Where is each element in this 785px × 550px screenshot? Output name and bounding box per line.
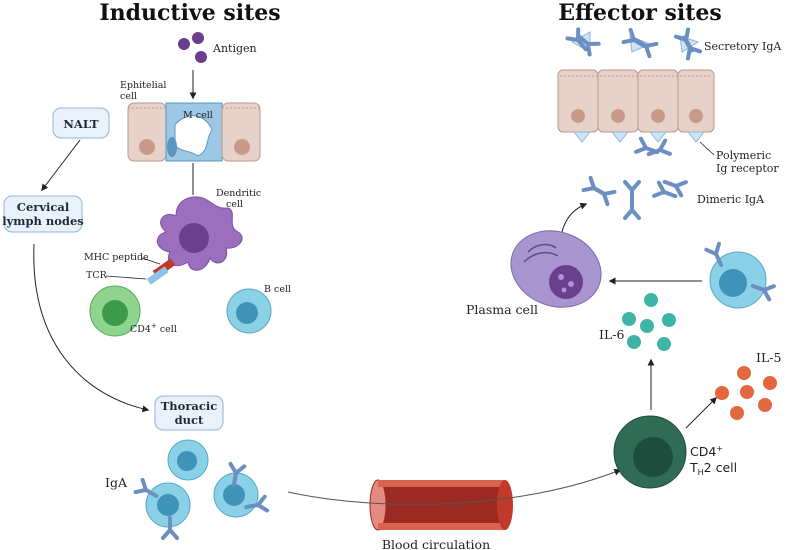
circulation-arrow <box>287 468 622 505</box>
dimeric-iga-label: Dimeric IgA <box>697 193 765 206</box>
secretory-iga-molecules <box>565 27 703 61</box>
il5-label: IL-5 <box>756 350 781 365</box>
heading-inductive-sites: Inductive sites <box>99 0 280 26</box>
polymeric-ig-label-2: Ig receptor <box>716 162 779 175</box>
cd4-th2-cell <box>613 415 687 489</box>
cervical-to-thoracic-arrow <box>33 243 150 413</box>
ephitelial-cell-label-2: cell <box>120 91 137 102</box>
antigen-label: Antigen <box>212 42 257 55</box>
nalt-label: NALT <box>63 117 99 131</box>
polymeric-ig-label-1: Polymeric <box>716 149 771 162</box>
thoracic-duct-box <box>154 395 224 431</box>
antigen-particles <box>178 32 207 63</box>
secretory-iga-label: Secretory IgA <box>704 40 782 53</box>
iga-b-cells-cluster <box>133 439 270 540</box>
mhc-tcr-complex <box>146 258 176 285</box>
dendritic-label-1: Dendritic <box>216 188 261 199</box>
b-cell <box>226 288 272 334</box>
thoracic-label-1: Thoracic <box>161 399 217 413</box>
cervical-label-1: Cervical <box>17 200 70 214</box>
il5-cytokines <box>715 366 777 420</box>
dendritic-cell <box>156 196 243 271</box>
mhc-peptide-label: MHC peptide <box>84 252 149 263</box>
th2-label-line1: CD4+ <box>690 444 723 459</box>
plasma-to-dimeric-arrow <box>561 202 588 233</box>
heading-effector-sites: Effector sites <box>558 0 722 26</box>
ephitelial-cell-label-1: Ephitelial <box>120 80 166 91</box>
iga-label: IgA <box>105 475 128 490</box>
plasma-cell-label: Plasma cell <box>466 302 538 317</box>
il6-label: IL-6 <box>599 327 624 342</box>
plasma-cell <box>510 230 602 308</box>
th2-label-line2: TH2 cell <box>689 460 737 477</box>
cd4-cell-label: CD4+ cell <box>130 322 177 335</box>
epithelium-effector <box>557 69 715 163</box>
epithelium-inductive <box>127 102 261 162</box>
cd4-t-cell <box>89 285 141 337</box>
dimeric-iga-molecules <box>581 173 688 220</box>
thoracic-label-2: duct <box>175 413 204 427</box>
th2-to-il5-arrow <box>685 397 717 429</box>
b-cell-label: B cell <box>264 284 291 295</box>
cervical-label-2: lymph nodes <box>2 214 84 228</box>
dendritic-label-2: cell <box>226 199 243 210</box>
nalt-to-cervical-arrow <box>41 139 81 192</box>
nalt-box <box>52 107 110 139</box>
m-cell-label: M cell <box>183 110 213 121</box>
tcr-label: TCR <box>86 270 108 281</box>
il6-cytokines <box>622 293 676 351</box>
cervical-lymph-nodes-box <box>3 195 83 233</box>
blood-circulation-label: Blood circulation <box>382 537 490 550</box>
blood-vessel <box>369 479 513 531</box>
iga-b-cell-effector <box>704 241 776 309</box>
